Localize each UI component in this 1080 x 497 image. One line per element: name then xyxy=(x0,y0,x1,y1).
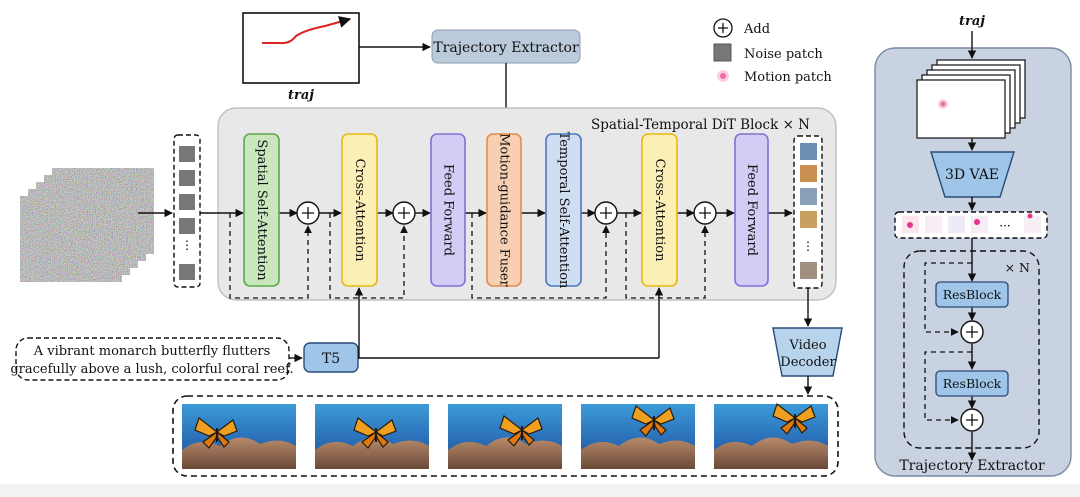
resblock-2-label: ResBlock xyxy=(943,376,1002,391)
spatial-self-attention-label: Spatial Self-Attention xyxy=(254,139,269,281)
noise-patch-column: ⋮ xyxy=(173,134,201,288)
noise-patch-icon xyxy=(713,43,732,62)
cross-attention-2-label: Cross-Attention xyxy=(652,159,667,263)
motion-guidance-fuser-box xyxy=(486,133,522,287)
legend-add: Add xyxy=(743,22,770,37)
trajectory-input: traj xyxy=(242,12,360,103)
frame-1 xyxy=(182,404,296,469)
add-nodes xyxy=(296,201,717,225)
right-traj-label: traj xyxy=(959,14,985,29)
trajectory-maps xyxy=(916,59,1026,139)
svg-text:⋮: ⋮ xyxy=(181,238,193,252)
output-patch-column: ⋮ xyxy=(793,135,823,289)
right-panel-title: Trajectory Extractor xyxy=(899,458,1045,474)
legend-noise-patch: Noise patch xyxy=(744,47,823,62)
t5-label: T5 xyxy=(322,351,340,367)
temporal-self-attention-label: Temporal Self-Attention xyxy=(556,132,571,289)
video-decoder-box xyxy=(772,327,843,377)
legend-motion-patch: Motion patch xyxy=(744,70,832,85)
text-prompt-box xyxy=(15,337,290,381)
frame-4 xyxy=(581,404,695,469)
cross-attention-1-box xyxy=(341,133,378,287)
legend: Add Noise patch Motion patch xyxy=(713,18,832,85)
frame-3 xyxy=(448,404,562,469)
spatial-self-attention-box xyxy=(243,133,280,287)
noise-video-input xyxy=(19,167,155,283)
trajectory-extractor-label: Trajectory Extractor xyxy=(433,40,579,56)
output-video-frames xyxy=(172,395,839,477)
video-decoder-label-1: Video xyxy=(788,338,826,353)
cross-attention-1-label: Cross-Attention xyxy=(352,159,367,263)
resblock-1-label: ResBlock xyxy=(943,287,1002,302)
vae-3d-label: 3D VAE xyxy=(945,167,999,183)
vae-3d-box xyxy=(930,151,1015,198)
resblock-1-box xyxy=(935,281,1009,308)
cross-attention-2-box xyxy=(641,133,678,287)
trajectory-curve xyxy=(262,16,352,45)
patch-ellipsis: ··· xyxy=(999,219,1010,233)
feed-forward-1-box xyxy=(430,133,466,287)
dit-block-title: Spatial-Temporal DiT Block × N xyxy=(591,117,810,133)
motion-patch-row: ··· xyxy=(894,211,1048,239)
temporal-self-attention-box xyxy=(545,133,582,287)
prompt-line-2: gracefully above a lush, colorful coral … xyxy=(10,362,293,377)
video-decoder-label-2: Decoder xyxy=(780,355,836,370)
prompt-line-1: A vibrant monarch butterfly flutters xyxy=(33,344,271,359)
frame-5 xyxy=(714,403,828,469)
feed-forward-2-label: Feed Forward xyxy=(744,164,759,256)
feed-forward-1-label: Feed Forward xyxy=(441,164,456,256)
motion-guidance-fuser-label: Motion-guidance Fuser xyxy=(497,133,512,287)
svg-text:⋮: ⋮ xyxy=(802,239,814,253)
feed-forward-2-box xyxy=(734,133,769,287)
trajectory-extractor-panel xyxy=(874,47,1072,477)
resblock-2-box xyxy=(935,370,1009,397)
traj-label: traj xyxy=(288,88,314,103)
frame-2 xyxy=(315,404,429,469)
times-n-label: × N xyxy=(1005,260,1030,275)
